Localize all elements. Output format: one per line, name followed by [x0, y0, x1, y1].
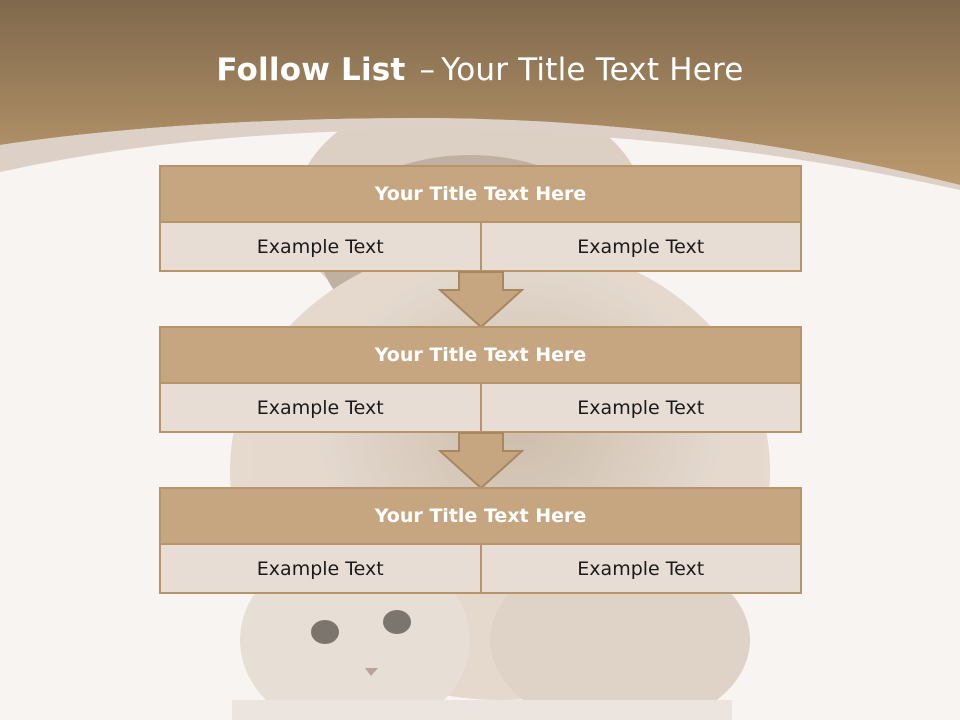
block-cell-left: Example Text: [161, 384, 480, 431]
block-cell-right: Example Text: [479, 545, 800, 592]
block-title: Your Title Text Here: [161, 489, 800, 545]
block-title: Your Title Text Here: [161, 328, 800, 384]
block-row: Example Text Example Text: [161, 223, 800, 270]
down-arrow-icon: [438, 432, 524, 490]
block-cell-right: Example Text: [479, 384, 800, 431]
follow-block: Your Title Text Here Example Text Exampl…: [159, 326, 802, 433]
slide-title-bold: Follow List: [216, 52, 406, 88]
block-title: Your Title Text Here: [161, 167, 800, 223]
block-cell-right: Example Text: [479, 223, 800, 270]
slide-title-separator: –: [419, 52, 436, 88]
block-cell-left: Example Text: [161, 223, 480, 270]
slide-title-rest: Your Title Text Here: [441, 52, 744, 88]
block-cell-left: Example Text: [161, 545, 480, 592]
follow-block: Your Title Text Here Example Text Exampl…: [159, 487, 802, 594]
down-arrow-icon: [438, 271, 524, 329]
block-row: Example Text Example Text: [161, 384, 800, 431]
follow-block: Your Title Text Here Example Text Exampl…: [159, 165, 802, 272]
slide-title: Follow List–Your Title Text Here: [0, 52, 960, 88]
block-row: Example Text Example Text: [161, 545, 800, 592]
